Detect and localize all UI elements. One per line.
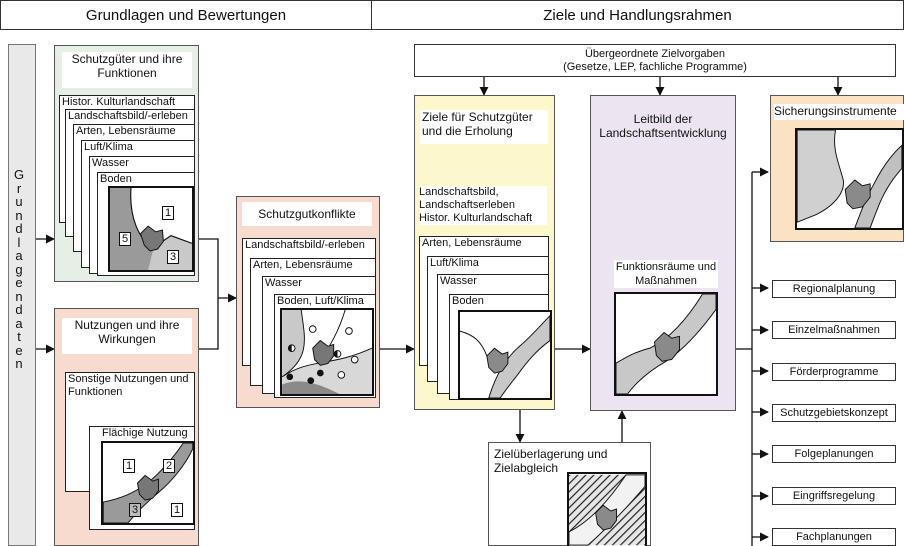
map-nutzungen: 1 2 3 1 bbox=[101, 441, 195, 525]
sidebar-letter: G bbox=[13, 167, 25, 182]
map-leitbild bbox=[614, 292, 718, 396]
map-ziele bbox=[458, 310, 552, 400]
map-label-1: 1 bbox=[162, 206, 175, 220]
leitbild-label: Funktionsräume und Maßnahmen bbox=[614, 260, 718, 288]
map-schutzgueter: 1 5 3 bbox=[108, 186, 194, 272]
sidebar-letter: n bbox=[15, 207, 23, 223]
konflikte-title: Schutzgutkonflikte bbox=[242, 202, 372, 226]
leitbild-title: Leitbild der Landschaftsentwicklung bbox=[599, 112, 727, 140]
box-zielvorgaben: Übergeordnete Zielvorgaben (Gesetze, LEP… bbox=[414, 44, 896, 77]
sicherung-title: Sicherungsinstrumente bbox=[774, 104, 904, 120]
nutz-label-2: 2 bbox=[163, 459, 176, 473]
ziele-title: Ziele für Schutzgüter und die Erholung bbox=[420, 110, 548, 144]
sidebar-letter: d bbox=[15, 302, 23, 317]
output-schutzgebietskonzept: Schutzgebietskonzept bbox=[772, 404, 896, 422]
sidebar-letter: a bbox=[15, 248, 23, 263]
map-label-3: 3 bbox=[167, 250, 180, 264]
abgleich-title: Zielüberlagerung und Zielabgleich bbox=[494, 447, 608, 475]
sidebar-letter: e bbox=[15, 342, 23, 358]
map-sicherung bbox=[795, 128, 904, 230]
sidebar-letter: l bbox=[17, 234, 21, 250]
map-konflikte bbox=[280, 308, 374, 396]
header-grundlagen: Grundlagen und Bewertungen bbox=[0, 0, 372, 30]
zielvorgaben-subtitle: (Gesetze, LEP, fachliche Programme) bbox=[563, 61, 747, 73]
header-ziele: Ziele und Handlungsrahmen bbox=[371, 0, 904, 30]
output-eingriffsregelung: Eingriffsregelung bbox=[772, 487, 896, 505]
sidebar-letter: d bbox=[15, 221, 23, 236]
sidebar-letter: r bbox=[16, 180, 22, 196]
sidebar-letter: u bbox=[15, 194, 23, 209]
sidebar-letter: t bbox=[17, 329, 21, 344]
sidebar-letter: e bbox=[15, 275, 23, 290]
map-abgleich bbox=[567, 472, 647, 546]
map-label-5: 5 bbox=[119, 232, 132, 246]
nutz-label-1b: 1 bbox=[171, 503, 184, 517]
zielvorgaben-title: Übergeordnete Zielvorgaben bbox=[584, 48, 726, 60]
sidebar-letter: n bbox=[15, 288, 23, 304]
schutzgueter-title: Schutzgüter und ihre Funktionen bbox=[62, 52, 192, 88]
output-foerderprogramme: Förderprogramme bbox=[772, 363, 896, 381]
sidebar-letter: a bbox=[15, 315, 23, 331]
nutz-label-1a: 1 bbox=[123, 459, 136, 473]
output-regionalplanung: Regionalplanung bbox=[772, 280, 896, 298]
ziele-landschaftsbild-label: Landschaftsbild, Landschaftserleben Hist… bbox=[419, 186, 547, 225]
sidebar-letter: g bbox=[15, 261, 23, 277]
sidebar-letter: n bbox=[15, 356, 23, 371]
nutzungen-title: Nutzungen und ihre Wirkungen bbox=[62, 318, 192, 354]
output-folgeplanungen: Folgeplanungen bbox=[772, 445, 896, 463]
output-fachplanungen: Fachplanungen bbox=[772, 528, 896, 546]
output-einzelmassnahmen: Einzelmaßnahmen bbox=[772, 321, 896, 339]
sidebar-grundlagendaten bbox=[8, 44, 36, 546]
nutz-label-3: 3 bbox=[129, 503, 142, 517]
